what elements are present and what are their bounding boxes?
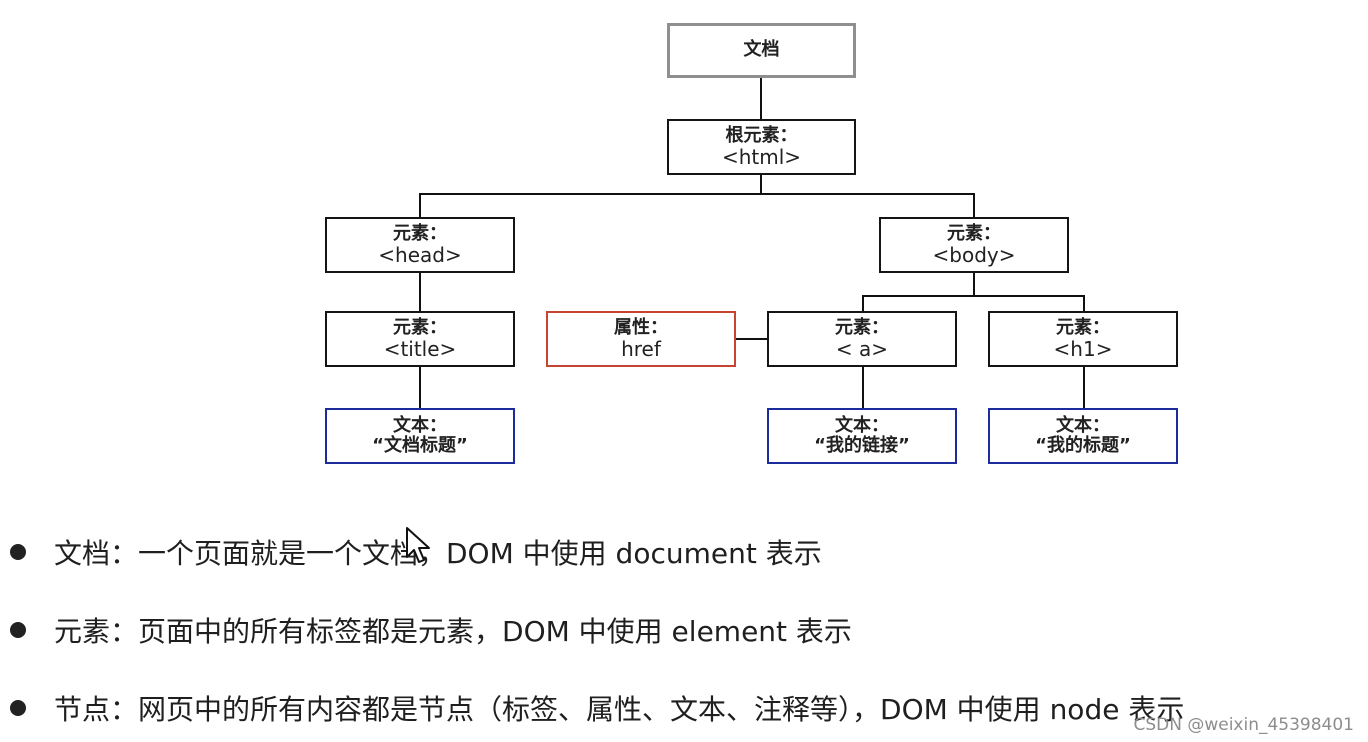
body-element-node: 元素： <body> bbox=[879, 217, 1069, 273]
a-element-tag: < a> bbox=[835, 336, 889, 361]
href-attribute-value: href bbox=[621, 336, 661, 361]
title-element-title: 元素： bbox=[393, 316, 447, 338]
dom-tree-diagram: 文档 根元素： <html> 元素： <head> 元素： <body> 元素：… bbox=[325, 23, 1178, 464]
bullet-icon bbox=[10, 544, 26, 560]
a-element-node: 元素： < a> bbox=[767, 311, 957, 367]
element-definition-text: 元素：页面中的所有标签都是元素，DOM 中使用 element 表示 bbox=[54, 615, 852, 648]
node-definition-item: 节点：网页中的所有内容都是节点（标签、属性、文本、注释等），DOM 中使用 no… bbox=[10, 686, 1184, 730]
document-title-text-label: 文本： bbox=[393, 414, 447, 436]
head-element-tag: <head> bbox=[378, 242, 462, 267]
heading-text-node: 文本： “我的标题” bbox=[988, 408, 1178, 464]
document-definition-text: 文档：一个页面就是一个文档，DOM 中使用 document 表示 bbox=[54, 537, 822, 570]
link-text-node: 文本： “我的链接” bbox=[767, 408, 957, 464]
connector-document-root bbox=[760, 77, 762, 119]
document-node-title: 文档 bbox=[743, 39, 780, 61]
connector-title-text bbox=[419, 366, 421, 409]
connector-head-body-horizontal bbox=[419, 193, 974, 195]
head-element-node: 元素： <head> bbox=[325, 217, 515, 273]
h1-element-title: 元素： bbox=[1056, 316, 1110, 338]
connector-body-children-stem bbox=[973, 272, 975, 296]
href-attribute-node: 属性： href bbox=[546, 311, 736, 367]
link-text-label: 文本： bbox=[835, 414, 889, 436]
document-title-text-value: “文档标题” bbox=[372, 435, 468, 456]
connector-to-head bbox=[419, 193, 421, 217]
heading-text-value: “我的标题” bbox=[1035, 435, 1131, 456]
connector-root-branch bbox=[760, 174, 762, 194]
link-text-value: “我的链接” bbox=[814, 435, 910, 456]
csdn-watermark: CSDN @weixin_45398401 bbox=[1133, 715, 1354, 735]
connector-to-h1 bbox=[1083, 295, 1085, 312]
connector-a-text bbox=[862, 366, 864, 409]
root-element-title: 根元素： bbox=[725, 124, 798, 146]
connector-head-title bbox=[419, 272, 421, 312]
title-element-node: 元素： <title> bbox=[325, 311, 515, 367]
bullet-icon bbox=[10, 700, 26, 716]
document-title-text-node: 文本： “文档标题” bbox=[325, 408, 515, 464]
connector-h1-text bbox=[1083, 366, 1085, 409]
heading-text-label: 文本： bbox=[1056, 414, 1110, 436]
bullet-icon bbox=[10, 622, 26, 638]
href-attribute-title: 属性： bbox=[614, 316, 668, 338]
h1-element-tag: <h1> bbox=[1053, 336, 1113, 361]
connector-attribute-a bbox=[736, 338, 769, 340]
element-definition-item: 元素：页面中的所有标签都是元素，DOM 中使用 element 表示 bbox=[10, 608, 852, 652]
body-element-title: 元素： bbox=[947, 222, 1001, 244]
node-definition-text: 节点：网页中的所有内容都是节点（标签、属性、文本、注释等），DOM 中使用 no… bbox=[54, 693, 1185, 726]
a-element-title: 元素： bbox=[835, 316, 889, 338]
h1-element-node: 元素： <h1> bbox=[988, 311, 1178, 367]
connector-to-a bbox=[862, 295, 864, 312]
root-element-node: 根元素： <html> bbox=[667, 119, 856, 175]
connector-a-h1-horizontal bbox=[862, 295, 1084, 297]
dom-definition-list: 文档：一个页面就是一个文档，DOM 中使用 document 表示 元素：页面中… bbox=[0, 520, 1368, 742]
document-node: 文档 bbox=[667, 23, 856, 78]
body-element-tag: <body> bbox=[932, 242, 1016, 267]
mouse-pointer-icon bbox=[406, 527, 430, 563]
connector-to-body bbox=[973, 193, 975, 217]
title-element-tag: <title> bbox=[383, 336, 457, 361]
head-element-title: 元素： bbox=[393, 222, 447, 244]
root-element-tag: <html> bbox=[721, 144, 802, 169]
document-definition-item: 文档：一个页面就是一个文档，DOM 中使用 document 表示 bbox=[10, 530, 822, 574]
